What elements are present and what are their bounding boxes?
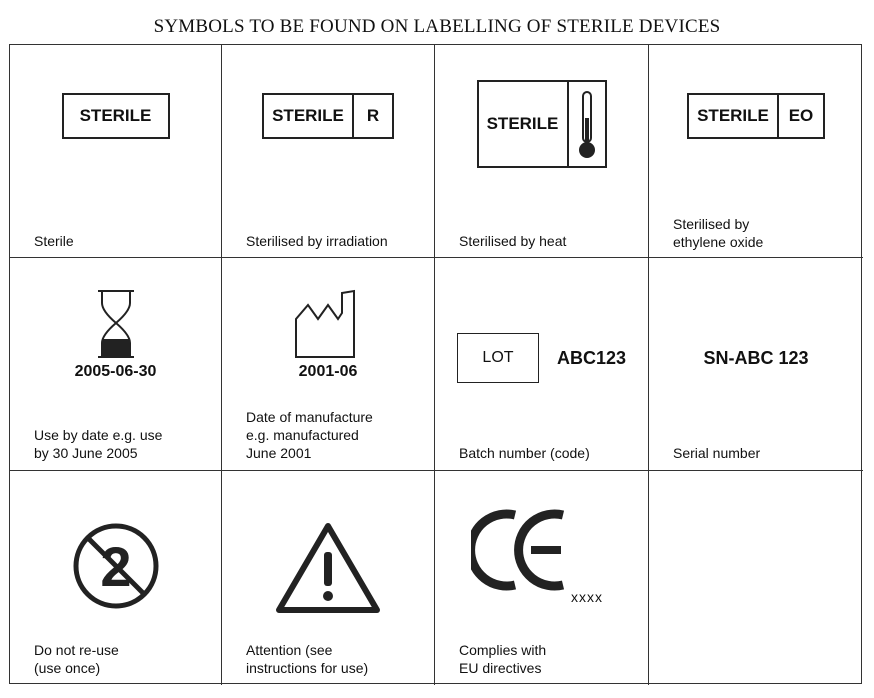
manufacture-caption-line1: Date of manufacture [246,409,373,425]
symbols-table: STERILE Sterile STERILE R Sterilised by … [9,44,863,685]
page-title: SYMBOLS TO BE FOUND ON LABELLING OF STER… [153,16,721,37]
ce-caption: Complies with EU directives [459,641,640,677]
sterile-r-box: STERILE R [262,93,394,139]
sterile-eo-box-text: STERILE [689,95,779,137]
ethylene-caption-line1: Sterilised by [673,216,750,232]
use-by-caption: Use by date e.g. use by 30 June 2005 [34,426,213,462]
ce-caption-line1: Complies with [459,642,547,658]
no-reuse-icon: 2 [73,523,158,609]
attention-caption-line2: instructions for use) [246,660,369,676]
batch-caption: Batch number (code) [459,445,590,461]
use-by-date: 2005-06-30 [74,363,157,380]
cell-no-reuse: 2 Do not re-use (use once) [10,471,222,685]
sterile-r-box-suffix: R [366,106,380,125]
sterile-eo-box: STERILE EO [687,93,825,139]
sterile-box: STERILE [61,93,170,139]
cell-heat: STERILE Sterilised by heat [435,45,649,258]
cell-use-by: 2005-06-30 Use by date e.g. use by 30 Ju… [10,258,222,471]
batch-code: ABC123 [556,347,627,368]
hourglass-icon [97,290,134,358]
sterile-r-box-text: STERILE [264,95,354,137]
cell-sterile: STERILE Sterile [10,45,222,258]
cell-attention: Attention (see instructions for use) [222,471,435,685]
cell-ce: xxxx Complies with EU directives [435,471,649,685]
sterile-heat-box-text: STERILE [479,82,569,166]
ce-number: xxxx [571,589,603,605]
cell-empty [649,471,863,685]
factory-icon [295,289,355,358]
no-reuse-caption: Do not re-use (use once) [34,641,213,677]
attention-caption: Attention (see instructions for use) [246,641,426,677]
thermometer-icon [569,82,605,166]
cell-serial: SN-ABC 123 Serial number [649,258,863,471]
no-reuse-caption-line2: (use once) [34,660,101,676]
use-by-caption-line2: by 30 June 2005 [34,445,138,461]
ce-caption-line2: EU directives [459,660,542,676]
sterile-caption: Sterile [34,233,74,249]
attention-caption-line1: Attention (see [246,642,333,658]
manufacture-caption-line3: June 2001 [246,445,312,461]
cell-ethylene-oxide: STERILE EO Sterilised by ethylene oxide [649,45,863,258]
sterile-heat-box: STERILE [476,80,607,168]
serial-code: SN-ABC 123 [703,347,809,368]
ethylene-caption: Sterilised by ethylene oxide [673,215,855,251]
ethylene-caption-line2: ethylene oxide [673,234,764,250]
manufacture-caption: Date of manufacture e.g. manufactured Ju… [246,408,426,462]
serial-caption: Serial number [673,445,761,461]
cell-irradiation: STERILE R Sterilised by irradiation [222,45,435,258]
irradiation-caption: Sterilised by irradiation [246,233,388,249]
warning-triangle-icon [276,523,380,613]
lot-box: LOT [456,333,539,383]
ce-mark-icon [466,509,565,591]
cell-batch: LOT ABC123 Batch number (code) [435,258,649,471]
sterile-eo-box-suffix: EO [788,106,814,125]
cell-manufacture: 2001-06 Date of manufacture e.g. manufac… [222,258,435,471]
manufacture-caption-line2: e.g. manufactured [246,427,359,443]
sterile-box-text: STERILE [79,106,152,125]
heat-caption: Sterilised by heat [459,233,567,249]
use-by-caption-line1: Use by date e.g. use [34,427,163,443]
no-reuse-caption-line1: Do not re-use [34,642,119,658]
manufacture-date: 2001-06 [298,363,358,380]
